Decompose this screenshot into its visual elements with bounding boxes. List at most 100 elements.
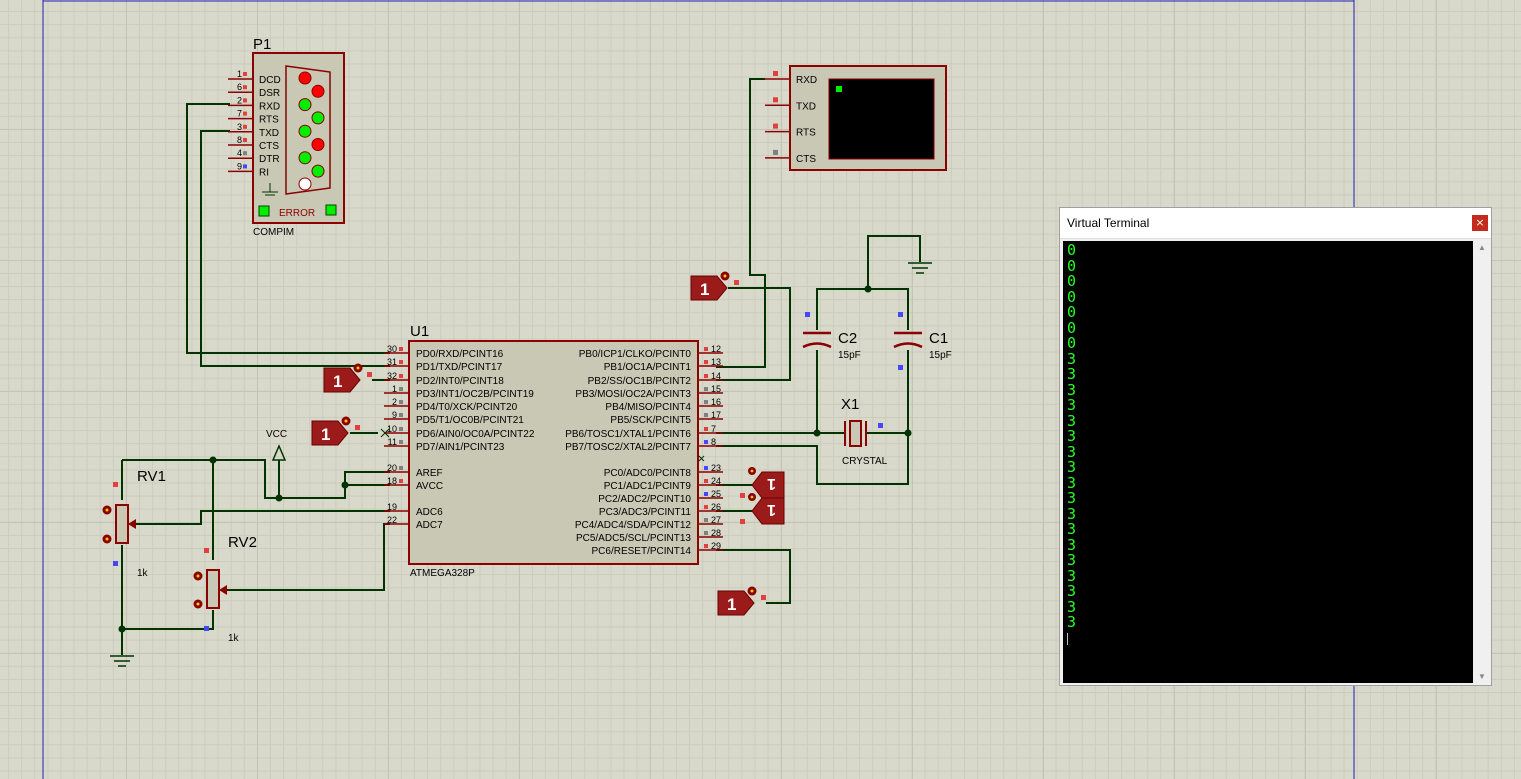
u1-pin-state — [399, 400, 403, 404]
terminal-scrollbar[interactable]: ▲ ▼ — [1475, 241, 1489, 683]
p1-pin-number: 9 — [237, 161, 242, 171]
scroll-down-icon[interactable]: ▼ — [1478, 672, 1486, 681]
close-icon[interactable]: × — [1472, 215, 1488, 231]
vcc-terminal[interactable]: VCC — [266, 429, 287, 461]
p1-pin-number: 6 — [237, 82, 242, 92]
u1-pin-name: ADC6 — [416, 507, 443, 518]
u1-pin-name: ADC7 — [416, 520, 443, 531]
u1-pin-number: 7 — [711, 424, 716, 434]
scroll-up-icon[interactable]: ▲ — [1478, 243, 1486, 252]
u1-pin-name: PD7/AIN1/PCINT23 — [416, 442, 505, 453]
terminal-line: 3 — [1067, 396, 1077, 414]
logic-probe-value: 1 — [321, 425, 330, 444]
logic-probe-pc1[interactable]: 1 — [740, 467, 785, 499]
logic-probe-value: 1 — [700, 280, 709, 299]
u1-pin-state — [704, 531, 708, 535]
x1-ref: X1 — [841, 396, 859, 413]
terminal-line: 3 — [1067, 349, 1077, 368]
terminal-line: 3 — [1067, 597, 1077, 616]
logic-probe-pd2[interactable]: 1 — [323, 363, 372, 393]
terminal-pin-txd[interactable]: TXD — [765, 97, 816, 112]
junctions — [118, 285, 912, 633]
u1-pin-name: PB0/ICP1/CLKO/PCINT0 — [579, 349, 692, 360]
logic-probe-pc6[interactable]: 1 — [717, 586, 766, 616]
u1-pin-state — [704, 400, 708, 404]
p1-pin-number: 4 — [237, 148, 242, 158]
u1-pin-state — [399, 374, 403, 378]
u1-pin-name: PD6/AIN0/OC0A/PCINT22 — [416, 429, 535, 440]
terminal-line: 3 — [1067, 566, 1077, 585]
p1-type: COMPIM — [253, 227, 294, 238]
logic-probe-pb2[interactable]: 1 — [690, 271, 739, 301]
virtual-terminal-symbol[interactable]: RXD TXD RTS CTS — [765, 65, 947, 171]
potentiometer-rv1[interactable]: RV1 1k — [102, 468, 166, 579]
terminal-pin-cts[interactable]: CTS — [765, 149, 816, 165]
p1-status-led-right — [325, 204, 337, 216]
u1-pin-name: PC1/ADC1/PCINT9 — [604, 481, 692, 492]
terminal-titlebar[interactable]: Virtual Terminal × — [1060, 208, 1491, 239]
u1-pin-number: 18 — [387, 476, 397, 486]
capacitor-c2[interactable]: C2 15pF — [802, 312, 861, 361]
u1-pin-state — [399, 347, 403, 351]
no-connect-marks — [380, 428, 705, 462]
p1-pin-number: 3 — [237, 122, 242, 132]
u1-pin-state — [399, 440, 403, 444]
logic-probe-pd6[interactable]: 1 — [311, 416, 360, 446]
u1-pin-state — [704, 347, 708, 351]
logic-probe-pc3[interactable]: 1 — [740, 493, 785, 525]
terminal-pin-state — [773, 149, 778, 155]
u1-pin-number: 9 — [392, 410, 397, 420]
p1-pin-ri[interactable]: 9RI — [228, 161, 269, 178]
terminal-pin-rts[interactable]: RTS — [765, 123, 816, 139]
p1-pin-state — [243, 111, 247, 116]
u1-pin-number: 13 — [711, 357, 721, 367]
u1-pin-state — [704, 492, 708, 496]
p1-status-led-left — [258, 205, 270, 217]
terminal-pin-rxd[interactable]: RXD — [765, 71, 817, 86]
capacitor-c1[interactable]: C1 15pF — [893, 312, 952, 370]
crystal-x1[interactable]: X1 CRYSTAL — [841, 396, 888, 467]
u1-pin-number: 29 — [711, 541, 721, 551]
logic-probe-value: 1 — [767, 475, 776, 492]
potentiometer-rv2[interactable]: RV2 1k — [193, 534, 257, 644]
